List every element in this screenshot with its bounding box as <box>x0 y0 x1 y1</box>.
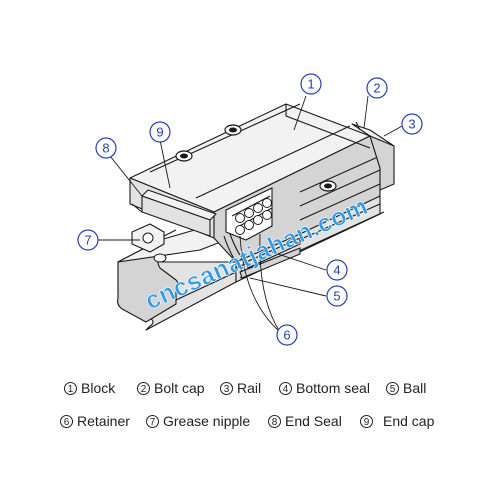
legend-item-block: 1 Block <box>64 380 115 396</box>
leader-2 <box>363 95 369 129</box>
legend-item-bolt-cap: 2 Bolt cap <box>137 380 205 396</box>
legend-number: 9 <box>360 414 373 428</box>
svg-text:9: 9 <box>156 125 163 140</box>
right-end <box>351 121 395 191</box>
balls <box>235 198 272 235</box>
legend-number: 3 <box>220 381 233 395</box>
callout-9: 9 <box>149 121 171 143</box>
callout-3: 3 <box>401 113 423 135</box>
legend-label: Grease nipple <box>163 413 251 429</box>
leader-5 <box>249 277 327 297</box>
legend-item-rail: 3 Rail <box>220 380 261 396</box>
leader-9 <box>159 139 171 189</box>
svg-text:4: 4 <box>333 263 340 278</box>
rail-groove <box>153 253 167 263</box>
grease-nipple <box>131 223 177 253</box>
legend-label: Rail <box>237 380 262 396</box>
svg-text:5: 5 <box>333 289 340 304</box>
callout-7: 7 <box>77 229 99 251</box>
svg-text:2: 2 <box>373 81 380 96</box>
leader-6a <box>239 235 281 333</box>
callout-4: 4 <box>326 259 348 281</box>
leader-6b <box>259 233 281 333</box>
end-cap <box>131 189 217 237</box>
legend-item-end-cap: 9 End cap <box>360 413 434 429</box>
callout-1: 1 <box>300 73 322 95</box>
legend-item-ball: 5 Ball <box>386 380 426 396</box>
bolt-hole <box>319 180 337 192</box>
svg-text:7: 7 <box>84 233 91 248</box>
leader-4 <box>271 251 327 271</box>
legend-number: 4 <box>279 381 292 395</box>
callout-5: 5 <box>326 285 348 307</box>
legend-item-end-seal: 8 End Seal <box>268 413 342 429</box>
callout-6: 6 <box>276 324 298 346</box>
svg-text:1: 1 <box>307 77 314 92</box>
legend-label: Retainer <box>77 413 130 429</box>
svg-text:8: 8 <box>102 141 109 156</box>
bolt-hole <box>224 124 242 136</box>
callout-2: 2 <box>366 77 388 99</box>
legend-label: Block <box>81 380 116 396</box>
leader-3 <box>383 124 405 137</box>
legend-label: Bolt cap <box>154 380 205 396</box>
bottom-seal <box>239 237 301 279</box>
legend-number: 2 <box>137 381 150 395</box>
leader-8 <box>109 155 143 197</box>
callout-8: 8 <box>95 137 117 159</box>
legend-item-grease-nipple: 7 Grease nipple <box>146 413 250 429</box>
legend-number: 1 <box>64 381 77 395</box>
legend-number: 5 <box>386 381 399 395</box>
legend-item-bottom-seal: 4 Bottom seal <box>279 380 370 396</box>
leader-lines <box>96 95 405 333</box>
svg-text:3: 3 <box>408 117 415 132</box>
bolt-hole <box>175 150 193 162</box>
legend-item-retainer: 6 Retainer <box>60 413 130 429</box>
leader-1 <box>293 95 307 131</box>
legend-label: Bottom seal <box>296 380 370 396</box>
svg-text:6: 6 <box>283 328 290 343</box>
legend-number: 8 <box>268 414 281 428</box>
legend-number: 7 <box>146 414 159 428</box>
legend-label: Ball <box>403 380 427 396</box>
legend-label: End Seal <box>285 413 342 429</box>
legend-label: End cap <box>383 413 435 429</box>
legend-number: 6 <box>60 414 73 428</box>
